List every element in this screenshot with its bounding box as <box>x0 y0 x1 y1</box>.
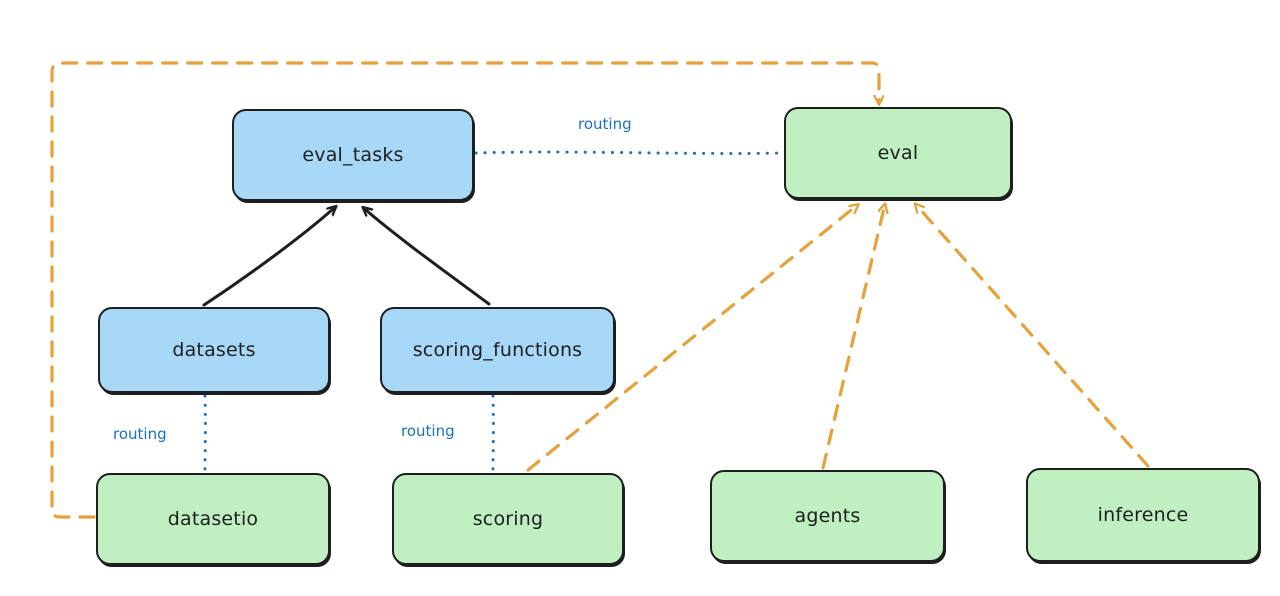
node-eval-tasks-label: eval_tasks <box>302 144 404 166</box>
edge-label-routing-scoring-functions-scoring: routing <box>398 422 458 440</box>
edge-label-routing-eval-tasks-eval: routing <box>575 115 635 133</box>
node-inference[interactable]: inference <box>1026 468 1260 562</box>
edge-datasets-to-eval-tasks <box>202 209 333 307</box>
node-eval[interactable]: eval <box>784 107 1012 199</box>
node-datasetio-label: datasetio <box>167 508 259 530</box>
node-eval-tasks[interactable]: eval_tasks <box>232 109 474 201</box>
node-datasetio[interactable]: datasetio <box>96 473 330 565</box>
edge-agents-to-eval <box>821 208 884 470</box>
node-inference-label: inference <box>1097 504 1189 526</box>
node-scoring[interactable]: scoring <box>392 473 624 565</box>
node-scoring-functions-label: scoring_functions <box>412 339 583 361</box>
node-eval-label: eval <box>877 142 919 164</box>
node-datasets-label: datasets <box>172 339 256 361</box>
edge-eval-tasks-to-eval <box>474 150 784 155</box>
node-agents-label: agents <box>794 505 861 527</box>
node-scoring-label: scoring <box>472 508 544 530</box>
node-datasets[interactable]: datasets <box>98 307 330 393</box>
edge-scoring-functions-to-eval-tasks <box>366 210 491 306</box>
node-scoring-functions[interactable]: scoring_functions <box>380 307 615 393</box>
edge-inference-to-eval <box>918 207 1150 468</box>
node-agents[interactable]: agents <box>710 470 945 562</box>
edge-label-routing-datasets-datasetio: routing <box>110 425 170 443</box>
